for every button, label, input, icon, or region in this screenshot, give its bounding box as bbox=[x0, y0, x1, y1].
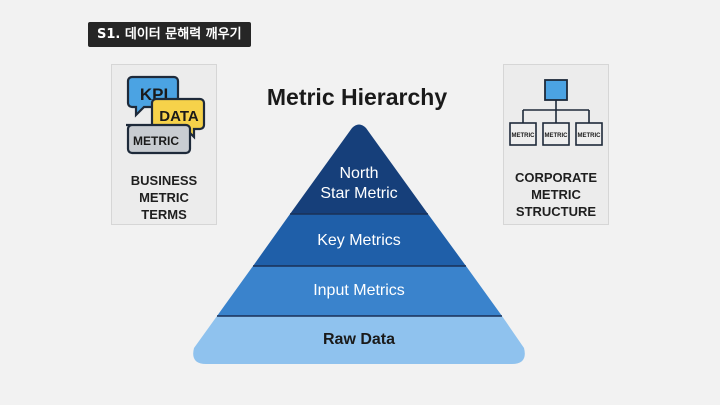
org-box-metric: METRIC bbox=[545, 133, 569, 139]
caption-line: BUSINESS bbox=[130, 173, 198, 188]
tier-label-key-metrics: Key Metrics bbox=[317, 232, 401, 249]
tier-label-raw-data: Raw Data bbox=[322, 331, 396, 348]
business-metric-terms-caption: BUSINESS METRIC TERMS bbox=[112, 172, 216, 223]
tier-label-line: Star Metric bbox=[320, 185, 398, 202]
page-title: Metric Hierarchy bbox=[266, 84, 448, 110]
pyramid-tier-key-metrics bbox=[253, 214, 466, 266]
tier-label-line: North bbox=[339, 165, 379, 182]
pyramid-tier-north-star bbox=[290, 124, 428, 214]
caption-line: TERMS bbox=[141, 207, 187, 222]
speech-bubbles-icon: KPI DATA METRIC bbox=[126, 75, 206, 155]
tier-label-north-star: North Star Metric bbox=[289, 164, 429, 204]
caption-line: METRIC bbox=[139, 190, 189, 205]
caption-line: CORPORATE bbox=[514, 170, 598, 185]
tier-label-input-metrics: Input Metrics bbox=[313, 282, 405, 299]
corporate-metric-structure-card: METRIC METRIC METRIC CORPORATE METRIC ST… bbox=[503, 64, 609, 225]
business-metric-terms-card: KPI DATA METRIC BUSINESS METRIC TERMS bbox=[111, 64, 217, 225]
org-box-metric: METRIC bbox=[578, 133, 602, 139]
org-chart-icon: METRIC METRIC METRIC bbox=[509, 79, 603, 146]
caption-line: STRUCTURE bbox=[515, 204, 597, 219]
bubble-data: DATA bbox=[159, 108, 199, 125]
corporate-metric-structure-caption: CORPORATE METRIC STRUCTURE bbox=[504, 169, 608, 220]
section-tag: S1. 데이터 문해력 깨우기 bbox=[88, 22, 251, 47]
pyramid-tier-input-metrics bbox=[217, 266, 502, 316]
caption-line: METRIC bbox=[531, 187, 581, 202]
org-box-metric: METRIC bbox=[512, 133, 536, 139]
pyramid-tier-raw-data bbox=[193, 316, 525, 364]
bubble-metric: METRIC bbox=[133, 134, 179, 148]
